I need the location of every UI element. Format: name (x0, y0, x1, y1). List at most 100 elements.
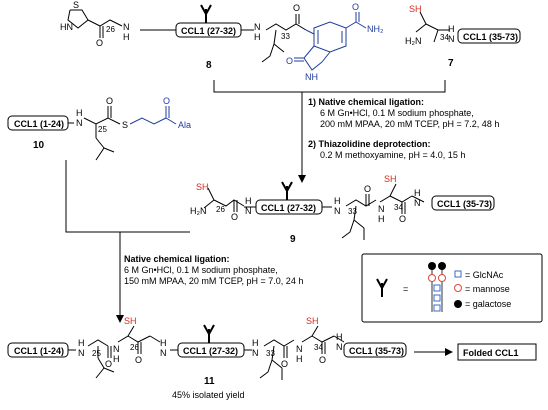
legend-mannose-left (428, 274, 436, 282)
atom-h-11e: H (296, 354, 303, 364)
atom-o-11b: O (135, 355, 142, 365)
box-ccl1-35-73-top (457, 28, 521, 44)
step1-label: 1) Native chemical ligation: (308, 97, 424, 107)
compound-label-10: 10 (33, 140, 45, 151)
atom-h-11d: H (252, 338, 259, 348)
atom-hn-8: HN (60, 22, 73, 32)
atom-o-10b: O (163, 96, 170, 106)
atom-n-9b: N (334, 206, 341, 216)
thiazolidine-ring (67, 9, 89, 29)
step2-label: 2) Thiazolidine deprotection: (308, 139, 431, 149)
atom-h-11a: H (78, 338, 85, 348)
legend-mannose-right (438, 274, 446, 282)
compound-9 (203, 181, 495, 240)
step3-line2: 150 mM MPAA, 20 mM TCEP, pH = 7.0, 24 h (124, 276, 303, 286)
residue-26-9: 26 (216, 205, 225, 214)
compound-7 (415, 11, 521, 44)
folded-ccl1-label: Folded CCL1 (463, 348, 519, 358)
atom-o-11d: O (319, 355, 326, 365)
legend-glcnac-a (433, 284, 441, 292)
compound-label-7: 7 (448, 58, 454, 69)
legend-key-galactose (454, 300, 462, 308)
atom-ala-10: Ala (178, 120, 191, 130)
atom-h-11b: H (113, 354, 120, 364)
box-folded-ccl1 (457, 343, 537, 361)
atom-sh-9b: SH (384, 174, 397, 184)
backbone-8a (87, 19, 123, 27)
atom-o-9c: O (399, 214, 406, 224)
atom-o-8a: O (96, 38, 103, 48)
atom-o-8b: O (293, 3, 300, 13)
residue-34-9: 34 (394, 203, 403, 212)
atom-nh-8a: N (123, 22, 130, 32)
atom-h-11f: H (336, 332, 343, 342)
residue-26: 26 (106, 25, 115, 34)
legend-key-glcnac (454, 270, 462, 278)
legend-mannose-label: = mannose (465, 284, 510, 294)
bracket-10-9 (65, 160, 190, 323)
atom-sh-11a: SH (124, 316, 137, 326)
atom-n-11a: N (78, 348, 85, 358)
atom-h2n-7: H₂N (405, 36, 422, 46)
compound-label-9: 9 (290, 234, 296, 245)
peptide-ccl1-27-32-9: CCL1 (27-32) (261, 203, 316, 213)
atom-n-11e: N (296, 344, 303, 354)
atom-o-11c: O (281, 359, 288, 369)
residue-33-11: 33 (266, 349, 275, 358)
bracket-8-7 (213, 80, 446, 183)
legend-glycan-icon (376, 278, 388, 298)
residue-34-7: 34 (440, 33, 449, 42)
legend-galactose-label: = galactose (465, 299, 511, 309)
step1-line2: 200 mM MPAA, 20 mM TCEP, pH = 7.2, 48 h (320, 119, 499, 129)
legend-key-mannose (454, 284, 462, 292)
atom-s-8: S (73, 0, 79, 10)
atom-h-8a: H (123, 32, 130, 42)
atom-n-11f: N (336, 342, 343, 352)
peptide-ccl1-1-24-11: CCL1 (1-24) (14, 346, 64, 356)
atom-sh-7: SH (409, 4, 422, 14)
compound-10 (7, 106, 177, 161)
atom-n-10: N (76, 118, 83, 128)
compound-label-11: 11 (204, 376, 215, 387)
residue-34-11: 34 (314, 343, 323, 352)
atom-n-8b: N (254, 22, 261, 32)
residue-26-11: 26 (130, 343, 139, 352)
atom-n-11d: N (252, 348, 259, 358)
atom-h-9b: H (334, 196, 341, 206)
atom-sh-11b: SH (306, 316, 319, 326)
compound-11 (7, 324, 537, 380)
legend-glcnac-label: = GlcNAc (465, 270, 504, 280)
step3-label: Native chemical ligation: (124, 254, 230, 264)
atom-h-9a: H (245, 196, 252, 206)
peptide-ccl1-35-73-9: CCL1 (35-73) (437, 199, 492, 209)
legend-glcnac-c (433, 304, 441, 312)
compound-label-8: 8 (206, 60, 212, 71)
legend-galactose-dot-right (438, 262, 446, 270)
step1-line1: 6 M Gn•HCl, 0.1 M sodium phosphate, (320, 108, 474, 118)
atom-n-11c: N (160, 348, 167, 358)
atom-n-9d: N (414, 198, 421, 208)
atom-o-9b: O (364, 184, 371, 194)
peptide-ccl1-35-73-11: CCL1 (35-73) (349, 346, 404, 356)
atom-n-7: N (448, 34, 455, 44)
peptide-ccl1-27-32-11: CCL1 (27-32) (183, 346, 238, 356)
atom-o-11a: O (105, 359, 112, 369)
backbone-8b (265, 23, 307, 31)
peptide-ccl1-35-73-7: CCL1 (35-73) (463, 32, 518, 42)
atom-o-9a: O (231, 212, 238, 222)
legend-equals: = (403, 284, 408, 294)
atom-sh-9a: SH (196, 182, 209, 192)
atom-h-10: H (76, 108, 83, 118)
atom-nh-urea: NH (305, 72, 318, 82)
atom-o-10a: O (106, 96, 113, 106)
residue-33-9: 33 (348, 207, 357, 216)
step3-line1: 6 M Gn•HCl, 0.1 M sodium phosphate, (124, 265, 278, 275)
atom-h-8b: H (254, 32, 261, 42)
box-ccl1-35-73-mid (431, 195, 495, 211)
legend-box (361, 253, 543, 323)
atom-s-10: S (122, 120, 128, 130)
residue-25-10: 25 (98, 125, 107, 134)
atom-h-9d: H (414, 188, 421, 198)
atom-h-11c: H (160, 338, 167, 348)
